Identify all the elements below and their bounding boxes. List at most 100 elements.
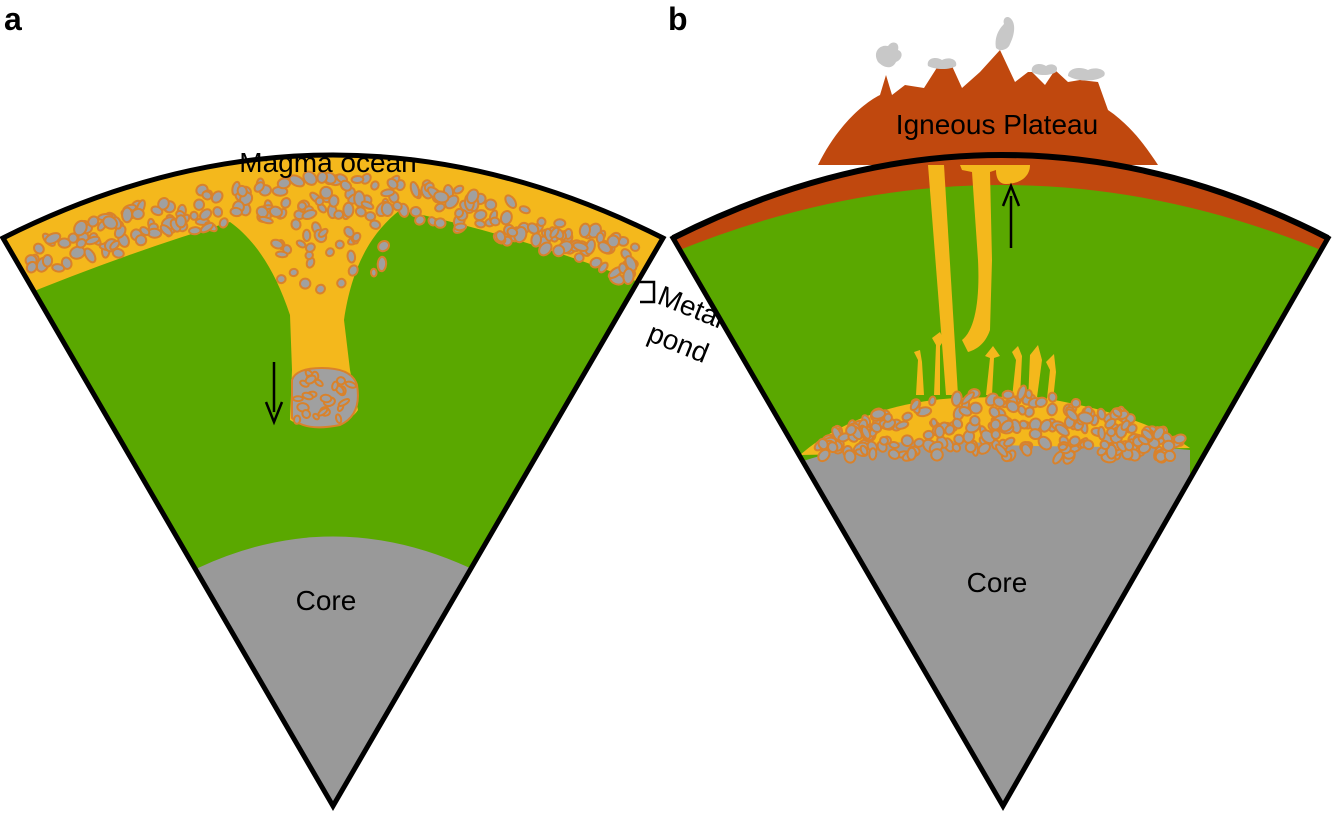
metal-droplet [376,255,388,273]
metal-droplet [950,390,963,407]
metal-droplet [951,417,964,430]
metal-droplet [342,201,355,218]
metal-droplet [944,424,956,436]
metal-droplet [934,424,945,439]
metal-droplet [1017,404,1027,416]
metal-droplet [474,219,486,229]
metal-droplet [102,215,118,230]
metal-droplet [1005,400,1020,414]
metal-droplet [1001,389,1015,400]
metal-droplet [499,209,513,226]
panel-b-plumelet [1028,345,1042,405]
metal-droplet [999,419,1014,433]
metal-droplet [922,429,935,441]
metal-droplet [909,398,921,412]
metal-droplet [951,442,962,453]
metal-droplet [536,216,547,227]
metal-droplet [360,172,372,185]
metal-droplet [1070,397,1082,409]
metal-droplet [174,214,187,229]
metal-droplet [336,376,346,386]
metal-droplet [319,393,333,404]
metal-droplet [597,241,612,255]
metal-droplet [302,170,318,186]
metal-droplet [433,217,447,229]
metal-droplet [315,283,326,295]
panel-a-outline [0,152,667,811]
metal-droplet [958,406,973,417]
metal-droplet [995,443,1009,458]
metal-droplet [1163,449,1177,463]
panel-a-core [198,536,470,806]
metal-droplet [377,239,391,253]
metal-droplet [1065,408,1079,422]
metal-droplet [73,219,88,237]
panel-b-rising-arrow [1001,182,1021,248]
metal-droplet [506,226,519,238]
panel-b-plumelet [914,350,924,395]
metal-droplet [75,238,87,249]
metal-droplet [1077,411,1095,425]
metal-droplet [121,206,134,224]
metal-droplet [1126,423,1138,434]
panel-b-metal-droplets [813,384,1187,465]
metal-droplet [827,441,839,454]
metal-droplet [212,206,224,218]
metal-droplet [111,247,125,259]
metal-droplet [370,180,380,191]
metal-droplet [870,421,883,434]
metal-droplet [434,202,446,213]
metal-droplet [453,222,468,232]
metal-pond-bracket [640,280,656,304]
metal-droplet [380,188,396,198]
metal-droplet [1024,389,1033,400]
metal-droplet [518,205,531,215]
panel-b-letter: b [668,1,688,37]
metal-droplet [229,206,243,218]
metal-droplet [360,200,375,210]
metal-droplet [1047,391,1058,403]
metal-droplet [868,447,878,461]
metal-droplet [288,174,306,188]
metal-droplet [270,238,284,250]
metal-droplet [1037,435,1053,451]
metal-droplet [913,437,925,448]
metal-droplet [258,215,274,225]
metal-droplet [454,207,465,219]
metal-droplet [325,247,335,258]
metal-droplet [343,225,355,239]
metal-droplet [968,401,983,415]
metal-droplet [900,434,914,448]
metal-droplet [990,429,1002,440]
metal-droplet [1034,396,1048,408]
metal-droplet [578,222,591,239]
metal-droplet [622,267,635,285]
metal-droplet [1116,440,1127,453]
metal-droplet [1028,428,1043,441]
metal-droplet [1068,435,1081,447]
metal-droplet [301,209,318,220]
metal-droplet [1111,407,1123,418]
metal-droplet [301,391,314,401]
metal-droplet [369,267,378,278]
metal-droplet [1106,427,1117,438]
metal-droplet [297,201,307,211]
metal-droplet [134,234,148,247]
metal-droplet [189,210,199,221]
metal-droplet [328,194,340,208]
metal-droplet [380,201,394,217]
metal-droplet [305,242,316,253]
panel-b-wedge [673,155,1328,806]
metal-droplet [295,239,307,249]
panel-b-core [800,441,1190,806]
metal-droplet [292,395,304,403]
metal-droplet [859,444,869,456]
metal-droplet [953,433,965,445]
metal-droplet [573,252,585,263]
metal-droplet [236,184,248,198]
metal-droplet [201,190,213,201]
metal-droplet [57,237,72,249]
metal-droplet [977,442,991,455]
igneous-plateau [818,50,1158,165]
metal-droplet [526,222,540,235]
